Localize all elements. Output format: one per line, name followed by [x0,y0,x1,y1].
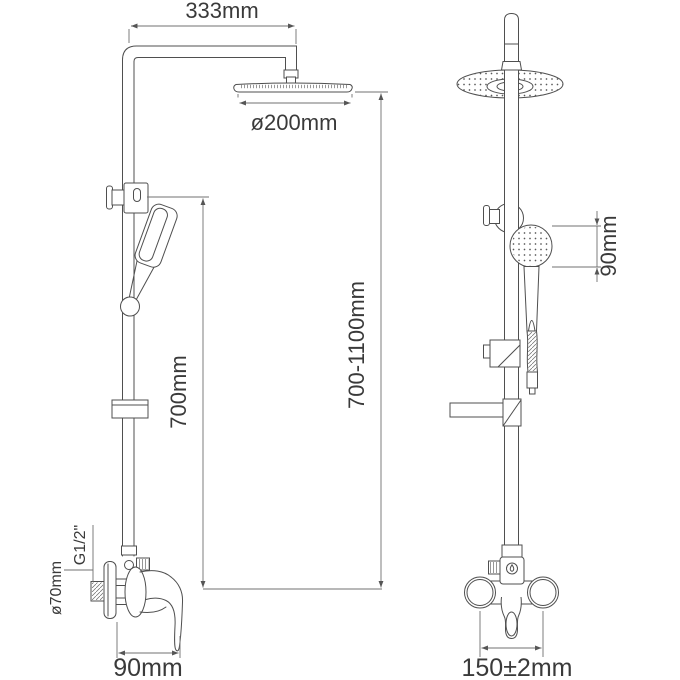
label-inlet-spacing: 150±2mm [462,654,573,680]
shelf-bar [449,402,504,418]
shower-hose [526,330,539,395]
label-mixer-depth: 90mm [113,654,182,680]
hose-ball-joint [120,296,140,317]
valve-body-front-ring [124,566,147,618]
label-hand-shower-diameter: 90mm [596,215,621,276]
slider-knob-front [483,205,500,226]
bracket-body [123,182,149,214]
pipe-connector [501,544,523,558]
hand-shower-face-edge [138,207,168,262]
pipe-union [121,545,137,556]
mixer-valve-front [464,556,559,640]
rain-head-side [233,69,353,93]
mixer-lever-front [500,596,522,640]
hose-bracket-front [483,339,521,368]
label-overall-height: 700-1100mm [344,281,369,409]
wall-flange [103,561,117,619]
hand-shower-bracket-side [106,182,149,214]
dimension-annotations: 333mm ø200mm 700mm 700-1100mm 90mm G1/2"… [48,0,621,680]
side-view-figure [90,45,353,652]
label-bar-height: 700mm [166,355,191,428]
diverter-side [121,545,150,571]
hose-nut [526,371,538,389]
mixer-valve-side [90,561,184,652]
label-arm-width: 333mm [185,0,258,23]
bracket-knob [111,189,125,206]
riser-pipe-front [500,12,523,547]
shelf-front [449,398,522,427]
label-escutcheon-diameter: ø70mm [48,561,65,615]
bracket-slot [133,188,141,202]
mixer-lever-side [145,576,184,652]
water-drop-icon [506,562,518,575]
diverter-button [124,560,134,570]
head-mount [500,61,523,71]
label-head-diameter: ø200mm [251,110,338,135]
hand-shower-handle [523,266,540,332]
right-inlet-escutcheon [527,576,559,609]
extension-lines [64,29,601,658]
riser-and-arm-pipe [122,45,297,557]
soap-dish-side [111,399,149,419]
nozzle-texture [239,84,347,89]
hand-shower-front [509,224,553,332]
diverter-body-front [499,556,525,585]
valve-body [139,570,172,613]
hand-shower-side [128,203,178,302]
label-connection-thread: G1/2" [72,525,89,565]
left-inlet-escutcheon [464,576,496,609]
front-view-figure [449,12,564,640]
hand-shower-nozzles [511,226,551,266]
